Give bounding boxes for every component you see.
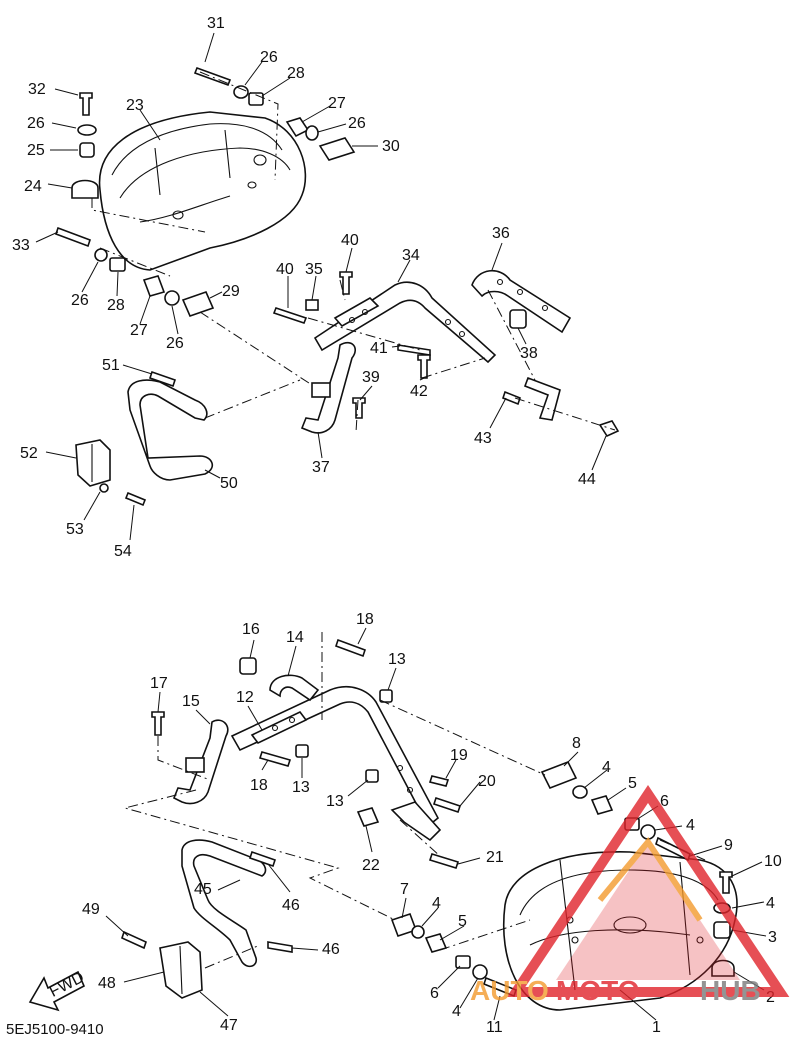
callout: 24 bbox=[24, 178, 42, 195]
callout: 4 bbox=[766, 895, 775, 912]
callout: 46 bbox=[282, 897, 300, 914]
callout: 18 bbox=[250, 777, 268, 794]
callout: 41 bbox=[370, 340, 388, 357]
callout: 28 bbox=[287, 65, 305, 82]
callout: 26 bbox=[348, 115, 366, 132]
upper-hardware bbox=[54, 66, 620, 507]
callout: 7 bbox=[400, 881, 409, 898]
callout: 13 bbox=[292, 779, 310, 796]
collar-38 bbox=[509, 309, 527, 329]
callout: 10 bbox=[764, 853, 782, 870]
callout: 33 bbox=[12, 237, 30, 254]
callout: 32 bbox=[28, 81, 46, 98]
callout: 26 bbox=[260, 49, 278, 66]
watermark-moto: MOTO bbox=[556, 975, 639, 1006]
callout: 54 bbox=[114, 543, 132, 560]
callout: 5 bbox=[458, 913, 467, 930]
watermark-hub: HUB bbox=[700, 975, 761, 1006]
callout: 34 bbox=[402, 247, 420, 264]
callout: 18 bbox=[356, 611, 374, 628]
callout: 26 bbox=[71, 292, 89, 309]
callout: 25 bbox=[27, 142, 45, 159]
lower-hardware bbox=[121, 638, 735, 998]
callout: 15 bbox=[182, 693, 200, 710]
callout: 49 bbox=[82, 901, 100, 918]
callout: 8 bbox=[572, 735, 581, 752]
callout: 4 bbox=[432, 895, 441, 912]
callout: 50 bbox=[220, 475, 238, 492]
lower-stay bbox=[172, 719, 229, 805]
callout: 23 bbox=[126, 97, 144, 114]
watermark-logo: AUTO MOTO HUB bbox=[470, 784, 790, 1006]
upper-saddlebag bbox=[98, 111, 307, 271]
callout: 30 bbox=[382, 138, 400, 155]
lower-clamp bbox=[159, 941, 203, 999]
callout: 2 bbox=[766, 989, 775, 1006]
callout: 39 bbox=[362, 369, 380, 386]
upper-grab-bar bbox=[127, 379, 214, 481]
callout: 29 bbox=[222, 283, 240, 300]
callout: 38 bbox=[520, 345, 538, 362]
callout: 27 bbox=[328, 95, 346, 112]
callout: 5 bbox=[628, 775, 637, 792]
callout: 1 bbox=[652, 1019, 661, 1036]
fwd-arrow-icon: FWD bbox=[28, 969, 87, 1012]
callout: 45 bbox=[194, 881, 212, 898]
callout: 4 bbox=[602, 759, 611, 776]
callout: 22 bbox=[362, 857, 380, 874]
callout: 6 bbox=[430, 985, 439, 1002]
callout: 4 bbox=[452, 1003, 461, 1020]
upper-stay bbox=[300, 341, 356, 434]
upper-clamp bbox=[75, 439, 111, 487]
callout: 14 bbox=[286, 629, 304, 646]
callout: 46 bbox=[322, 941, 340, 958]
callout: 3 bbox=[768, 929, 777, 946]
callout: 13 bbox=[326, 793, 344, 810]
callout: 48 bbox=[98, 975, 116, 992]
callout: 12 bbox=[236, 689, 254, 706]
callout: 43 bbox=[474, 430, 492, 447]
callout: 4 bbox=[686, 817, 695, 834]
callout: 40 bbox=[341, 232, 359, 249]
callout: 6 bbox=[660, 793, 669, 810]
callout-numbers: 31 26 28 32 23 26 25 27 26 30 24 33 26 2… bbox=[12, 15, 782, 1036]
callout: 21 bbox=[486, 849, 504, 866]
collar-16 bbox=[239, 657, 257, 675]
callout: 13 bbox=[388, 651, 406, 668]
diagram-code: 5EJ5100-9410 bbox=[6, 1021, 104, 1038]
callout: 53 bbox=[66, 521, 84, 538]
upper-alignment-lines bbox=[91, 71, 616, 433]
callout: 27 bbox=[130, 322, 148, 339]
callout: 44 bbox=[578, 471, 596, 488]
callout: 16 bbox=[242, 621, 260, 638]
callout: 35 bbox=[305, 261, 323, 278]
callout: 26 bbox=[27, 115, 45, 132]
callout: 19 bbox=[450, 747, 468, 764]
callout: 9 bbox=[724, 837, 733, 854]
callout: 20 bbox=[478, 773, 496, 790]
callout: 28 bbox=[107, 297, 125, 314]
watermark-auto: AUTO bbox=[470, 975, 549, 1006]
callout: 47 bbox=[220, 1017, 238, 1034]
callout: 11 bbox=[486, 1019, 503, 1036]
callout: 26 bbox=[166, 335, 184, 352]
callout: 17 bbox=[150, 675, 168, 692]
callout: 31 bbox=[207, 15, 225, 32]
upper-bracket bbox=[313, 281, 497, 364]
callout: 40 bbox=[276, 261, 294, 278]
callout: 37 bbox=[312, 459, 330, 476]
callout: 51 bbox=[102, 357, 120, 374]
callout: 52 bbox=[20, 445, 38, 462]
callout: 42 bbox=[410, 383, 428, 400]
lower-alignment-lines bbox=[123, 632, 706, 969]
callout: 36 bbox=[492, 225, 510, 242]
part-14 bbox=[269, 674, 320, 702]
upper-rear-stay bbox=[471, 270, 572, 334]
